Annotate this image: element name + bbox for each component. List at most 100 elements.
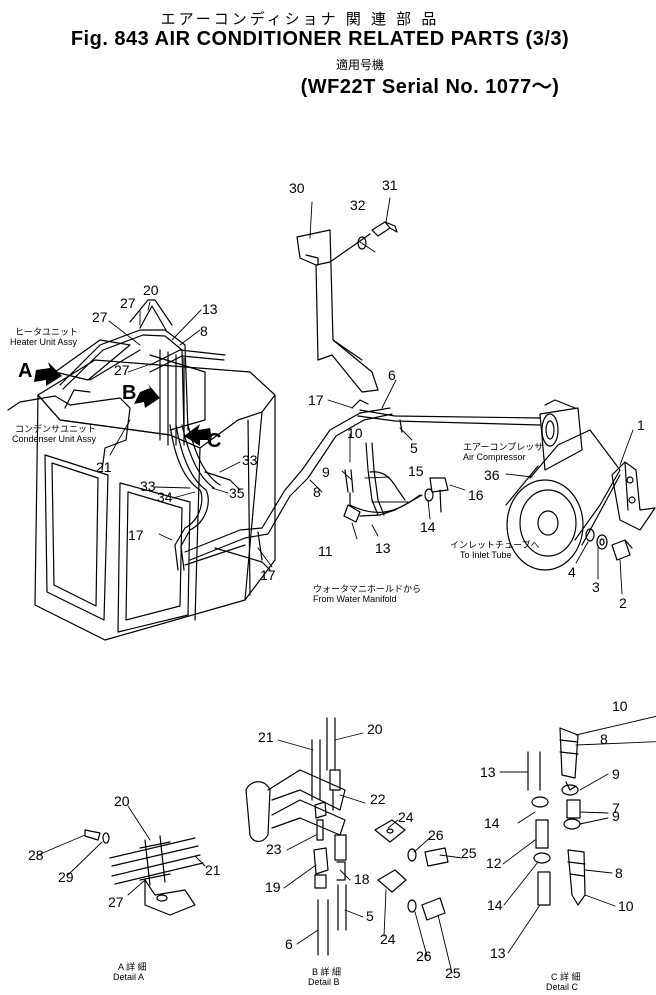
part-number: 14 xyxy=(487,897,503,913)
water-manifold-label-jp: ウォータマニホールドから xyxy=(313,584,421,594)
hose-bundle xyxy=(169,407,393,571)
part-number: 17 xyxy=(128,527,144,543)
part-number: 10 xyxy=(347,425,363,441)
part-number: 20 xyxy=(114,793,130,809)
part-number: 21 xyxy=(96,459,112,475)
view-a-letter: A xyxy=(18,360,32,382)
part-number: 10 xyxy=(612,698,628,714)
bracket-30-drawing xyxy=(296,229,379,393)
heater-unit-label-jp: ヒータユニット xyxy=(15,327,78,337)
part-number: 32 xyxy=(350,197,366,213)
part-number: 5 xyxy=(366,908,374,924)
part-number: 17 xyxy=(308,392,324,408)
part-number: 14 xyxy=(484,815,500,831)
part-number: 22 xyxy=(370,791,386,807)
part-number: 26 xyxy=(428,827,444,843)
part-number: 21 xyxy=(205,862,221,878)
part-number: 18 xyxy=(354,871,370,887)
part-number: 14 xyxy=(420,519,436,535)
bolt-2-drawing xyxy=(585,528,633,561)
part-number: 6 xyxy=(388,367,396,383)
part-number: 13 xyxy=(490,945,506,961)
part-number: 8 xyxy=(615,865,623,881)
detail-c-label-en: Detail C xyxy=(546,982,579,992)
part-number: 27 xyxy=(120,295,136,311)
part-number: 24 xyxy=(398,809,414,825)
title-japanese: エアーコンディショナ 関 連 部 品 xyxy=(160,11,440,28)
detail-a-label-en: Detail A xyxy=(113,972,144,982)
view-a-arrow xyxy=(34,362,62,386)
part-number: 6 xyxy=(285,936,293,952)
part-number: 31 xyxy=(382,177,398,193)
part-number: 33 xyxy=(140,478,156,494)
bracket-1-drawing xyxy=(611,461,656,531)
part-number: 11 xyxy=(318,543,333,559)
part-number: 16 xyxy=(468,487,484,503)
part-number: 5 xyxy=(410,440,418,456)
part-number: 33 xyxy=(242,452,258,468)
part-number: 2 xyxy=(619,595,627,611)
detail-c-label-jp: C 詳 細 xyxy=(551,971,581,982)
water-hoses xyxy=(343,442,449,523)
figure-title: Fig. 843 AIR CONDITIONER RELATED PARTS (… xyxy=(70,28,570,50)
inlet-tube-label-en: To Inlet Tube xyxy=(460,550,512,560)
compressor-label-en: Air Compressor xyxy=(463,452,526,462)
detail-b-label-jp: B 詳 細 xyxy=(312,966,341,977)
part-number: 8 xyxy=(200,323,208,339)
detail-a-label-jp: A 詳 細 xyxy=(118,961,147,972)
part-number: 28 xyxy=(28,847,44,863)
view-b-letter: B xyxy=(122,382,136,404)
part-number: 27 xyxy=(92,309,108,325)
part-number: 4 xyxy=(568,564,576,580)
heater-unit-label-en: Heater Unit Assy xyxy=(10,337,78,347)
part-number: 23 xyxy=(266,841,282,857)
part-number: 15 xyxy=(408,463,424,479)
view-b-arrow xyxy=(134,384,160,408)
heater-unit-pipes xyxy=(59,299,226,433)
part-number: 9 xyxy=(612,766,620,782)
detail-b-drawing xyxy=(245,717,449,956)
part-number: 27 xyxy=(108,894,124,910)
part-number: 26 xyxy=(416,948,432,964)
part-number: 20 xyxy=(367,721,383,737)
part-number: 36 xyxy=(484,467,500,483)
view-arrows xyxy=(34,362,212,446)
annotation-labels: ヒータユニット Heater Unit Assy コンデンサユニット Conde… xyxy=(10,327,581,992)
part-number: 25 xyxy=(445,965,461,981)
view-c-arrow xyxy=(184,424,212,446)
part-number: 10 xyxy=(618,898,634,914)
compressor-label-jp: エアーコンプレッサ xyxy=(463,442,543,452)
part-number: 9 xyxy=(612,808,620,824)
part-number: 30 xyxy=(289,180,305,196)
part-number: 34 xyxy=(157,489,173,505)
part-number: 17 xyxy=(260,567,276,583)
part-number: 20 xyxy=(143,282,159,298)
part-number: 29 xyxy=(58,869,74,885)
part-number: 21 xyxy=(258,729,274,745)
part-number: 27 xyxy=(114,362,130,378)
view-c-letter: C xyxy=(207,430,221,452)
part-number: 9 xyxy=(322,464,330,480)
cab-drawing xyxy=(7,339,276,641)
leader-lines xyxy=(37,197,656,974)
bolt-31-drawing xyxy=(329,221,398,263)
serial-number-range: (WF22T Serial No. 1077～) xyxy=(300,76,560,98)
condenser-unit-label-en: Condenser Unit Assy xyxy=(12,434,97,444)
part-number: 12 xyxy=(486,855,502,871)
part-number: 7 xyxy=(612,800,620,816)
inlet-tube-label-jp: インレットチューブへ xyxy=(450,539,539,550)
part-number: 13 xyxy=(375,540,391,556)
part-number: 13 xyxy=(480,764,496,780)
part-number: 3 xyxy=(592,579,600,595)
detail-b-label-en: Detail B xyxy=(308,977,340,987)
detail-c-drawing xyxy=(527,727,586,906)
part-number: 13 xyxy=(202,301,218,317)
part-number: 24 xyxy=(380,931,396,947)
applicable-model-label: 適用号機 xyxy=(335,58,384,72)
water-manifold-label-en: From Water Manifold xyxy=(313,594,397,604)
part-number: 19 xyxy=(265,879,281,895)
part-numbers: 1 2 3 4 5 6 8 8 9 10 11 13 13 14 15 16 1… xyxy=(28,177,645,981)
part-number: 1 xyxy=(637,417,645,433)
detail-a-drawing xyxy=(84,829,204,916)
